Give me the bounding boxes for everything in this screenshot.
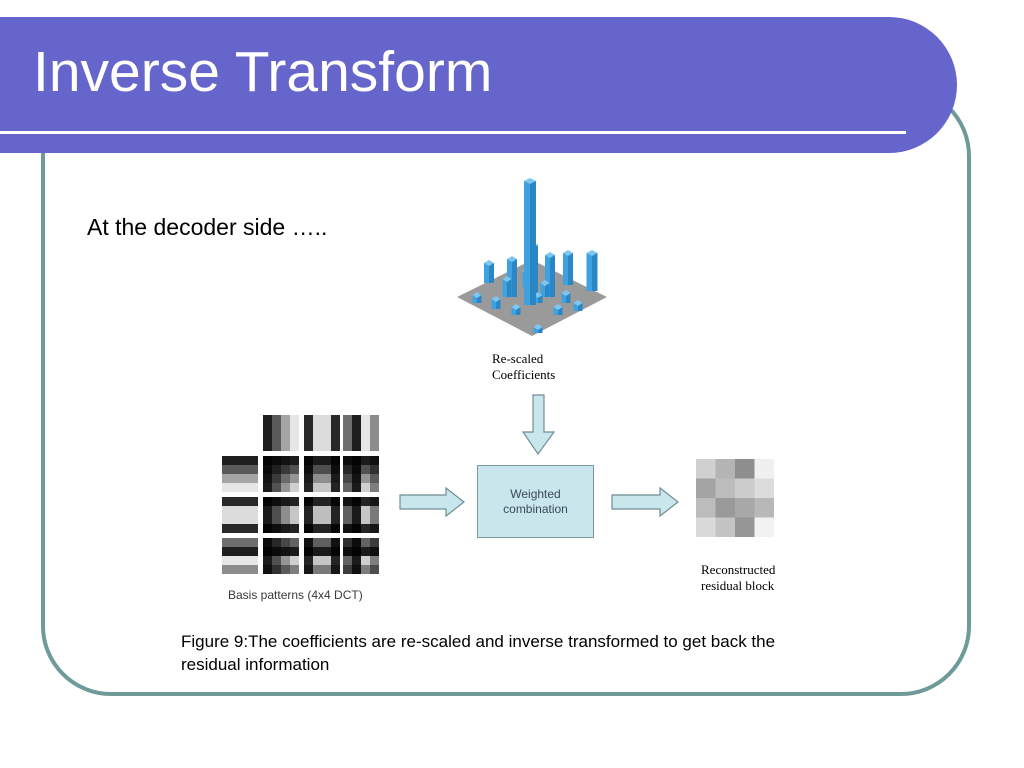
down-arrow bbox=[521, 394, 556, 456]
basis-pattern-tile bbox=[222, 415, 258, 451]
right-arrow-1 bbox=[399, 486, 465, 518]
basis-pattern-tile bbox=[304, 456, 340, 492]
basis-pattern-tile bbox=[343, 538, 379, 574]
coefficient-bar bbox=[484, 260, 494, 283]
basis-patterns-grid bbox=[222, 415, 379, 574]
basis-pattern-tile bbox=[222, 456, 258, 492]
residual-cell bbox=[735, 498, 755, 518]
basis-pattern-tile bbox=[304, 415, 340, 451]
coefficient-bar bbox=[502, 276, 512, 297]
coefficient-bar bbox=[524, 178, 536, 305]
basis-pattern-tile bbox=[343, 497, 379, 533]
coefficient-bar bbox=[563, 250, 573, 285]
residual-cell bbox=[696, 478, 716, 498]
residual-cell bbox=[715, 498, 735, 518]
residual-cell bbox=[735, 478, 755, 498]
coefficients-label: Re-scaled Coefficients bbox=[492, 351, 556, 382]
basis-pattern-tile bbox=[263, 538, 299, 574]
basis-pattern-tile bbox=[263, 456, 299, 492]
residual-cell bbox=[696, 517, 716, 537]
basis-pattern-tile bbox=[304, 538, 340, 574]
residual-cell bbox=[715, 459, 735, 479]
residual-cell bbox=[696, 498, 716, 518]
residual-cell bbox=[735, 517, 755, 537]
coefficient-bar bbox=[540, 280, 550, 297]
weighted-combination-line-1: Weighted bbox=[510, 486, 561, 501]
residual-cell bbox=[715, 478, 735, 498]
residual-cell bbox=[715, 517, 735, 537]
title-underline bbox=[0, 131, 906, 134]
basis-pattern-tile bbox=[222, 538, 258, 574]
coefficient-bar bbox=[491, 296, 501, 309]
basis-pattern-tile bbox=[222, 497, 258, 533]
residual-block bbox=[696, 459, 774, 537]
basis-pattern-tile bbox=[263, 497, 299, 533]
basis-pattern-tile bbox=[304, 497, 340, 533]
figure-caption: Figure 9:The coefficients are re-scaled … bbox=[181, 632, 776, 674]
coefficient-bar bbox=[586, 250, 598, 291]
basis-pattern-tile bbox=[343, 415, 379, 451]
slide-title: Inverse Transform bbox=[33, 40, 493, 104]
coefficient-bar bbox=[472, 292, 482, 303]
basis-pattern-tile bbox=[263, 415, 299, 451]
residual-label: Reconstructed residual block bbox=[701, 562, 776, 593]
weighted-combination-box: Weighted combination bbox=[477, 465, 594, 538]
coefficient-bar bbox=[553, 304, 563, 315]
weighted-combination-line-2: combination bbox=[503, 501, 568, 516]
coefficient-bar bbox=[511, 304, 521, 315]
residual-cell bbox=[754, 459, 774, 479]
coefficient-bar bbox=[573, 300, 583, 311]
residual-cell bbox=[696, 459, 716, 479]
residual-cell bbox=[754, 517, 774, 537]
residual-cell bbox=[754, 478, 774, 498]
residual-cell bbox=[735, 459, 755, 479]
subtitle-text: At the decoder side ….. bbox=[87, 214, 328, 240]
coefficients-3d-plot bbox=[457, 178, 607, 336]
basis-pattern-tile bbox=[343, 456, 379, 492]
coefficient-bar bbox=[545, 252, 555, 297]
right-arrow-2 bbox=[611, 486, 679, 518]
basis-patterns-label: Basis patterns (4x4 DCT) bbox=[228, 588, 363, 602]
title-band bbox=[0, 17, 957, 153]
coefficient-bar bbox=[561, 290, 571, 303]
residual-cell bbox=[754, 498, 774, 518]
coefficient-bar bbox=[533, 324, 543, 333]
